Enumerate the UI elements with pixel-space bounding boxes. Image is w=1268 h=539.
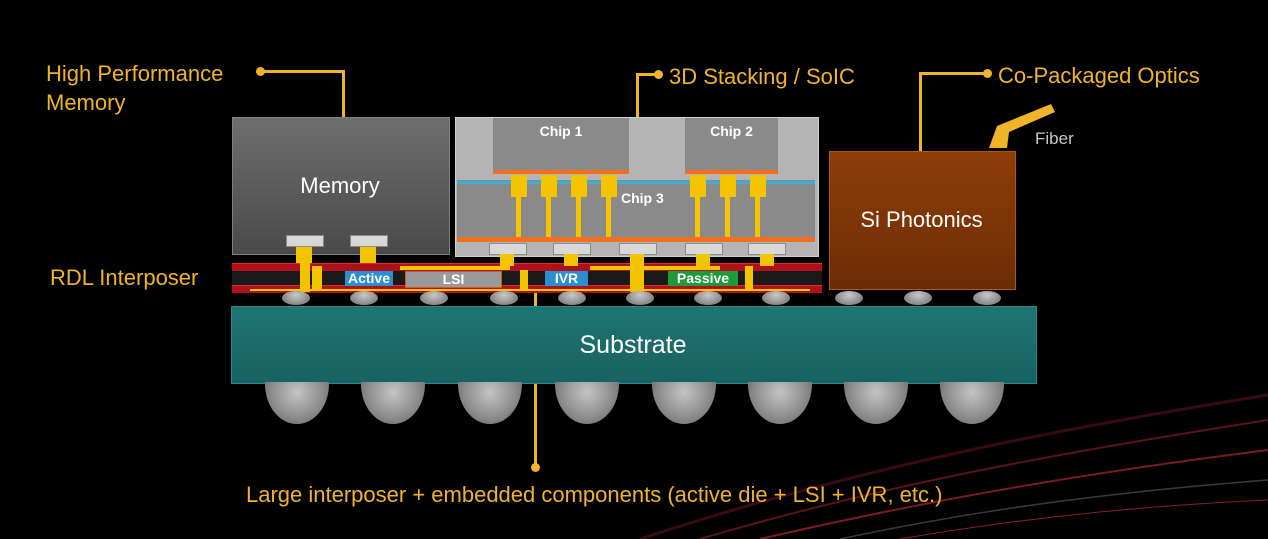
c4-bump — [626, 291, 654, 305]
tsv-pad — [750, 175, 766, 197]
cpo-callout-leader-h — [919, 72, 987, 75]
rdl-via — [300, 262, 310, 292]
fiber-label: Fiber — [1035, 129, 1074, 148]
embedded-active-die: Active — [345, 271, 393, 286]
cpo-callout-dot — [983, 69, 992, 78]
hbm-callout-line2: Memory — [46, 90, 126, 115]
c4-bump — [694, 291, 722, 305]
chip3-label: Chip 3 — [621, 190, 664, 206]
c4-bump — [490, 291, 518, 305]
memory-label: Memory — [300, 173, 380, 198]
c4-bump — [350, 291, 378, 305]
memory-microbump-block — [350, 235, 388, 247]
stacking-callout-leader-h — [636, 73, 658, 76]
c4-bump — [282, 291, 310, 305]
rdl-trace — [250, 289, 810, 291]
hbm-callout-leader-v — [342, 70, 345, 117]
tsv-pad — [541, 175, 557, 197]
tsv-pad — [511, 175, 527, 197]
rdl-callout: RDL Interposer — [50, 265, 199, 290]
tsv — [606, 195, 611, 240]
tsv-pad — [571, 175, 587, 197]
fiber-icon — [989, 104, 1055, 148]
substrate-label: Substrate — [579, 331, 687, 359]
chip2-label: Chip 2 — [710, 123, 753, 139]
rdl-via — [564, 254, 578, 266]
chip1-bondpad — [493, 170, 629, 174]
rdl-via — [520, 270, 528, 290]
tsv-pad — [690, 175, 706, 197]
c4-bump — [762, 291, 790, 305]
si-photonics-label: Si Photonics — [860, 207, 983, 232]
tsv — [576, 195, 581, 240]
chip2-bondpad — [685, 170, 778, 174]
rdl-via — [500, 254, 514, 266]
tsv — [546, 195, 551, 240]
stacking-callout-dot — [654, 70, 663, 79]
memory-connector — [360, 247, 376, 263]
rdl-via — [630, 254, 644, 292]
tsv-pad — [720, 175, 736, 197]
chip1-label: Chip 1 — [539, 123, 583, 139]
cpo-callout: Co-Packaged Optics — [998, 63, 1200, 88]
tsv — [755, 195, 760, 240]
chip1-die — [493, 118, 629, 173]
rdl-via — [312, 266, 322, 290]
tsv — [725, 195, 730, 240]
chip2-die — [685, 118, 778, 173]
c4-bump — [558, 291, 586, 305]
rdl-via — [745, 266, 753, 290]
tsv — [695, 195, 700, 240]
hbm-callout-leader-h — [260, 70, 345, 73]
bottom-callout-dot — [531, 463, 540, 472]
cpo-callout-leader-v — [919, 72, 922, 151]
c4-bump — [420, 291, 448, 305]
rdl-trace — [590, 266, 720, 270]
si-photonics-die — [829, 151, 1016, 290]
photonics-bump — [973, 291, 1001, 305]
hbm-callout: High Performance Memory — [46, 59, 223, 117]
embedded-ivr: IVR — [545, 271, 588, 286]
rdl-via — [696, 254, 710, 266]
embedded-lsi: LSI — [405, 271, 502, 288]
photonics-bump — [904, 291, 932, 305]
rdl-trace — [400, 266, 510, 270]
photonics-bump — [835, 291, 863, 305]
memory-microbump-block — [286, 235, 324, 247]
stacking-callout-leader-v — [636, 73, 639, 117]
memory-connector — [296, 247, 312, 263]
embedded-passive: Passive — [668, 271, 738, 286]
bottom-callout: Large interposer + embedded components (… — [246, 482, 943, 507]
chip3-bottom-pad — [457, 237, 815, 242]
bond-layer — [457, 181, 815, 184]
tsv — [516, 195, 521, 240]
substrate — [231, 306, 1037, 384]
rdl-layer-top — [232, 263, 822, 271]
memory-die — [232, 117, 450, 255]
tsv-pad — [601, 175, 617, 197]
hbm-callout-line1: High Performance — [46, 61, 224, 86]
rdl-via — [760, 254, 774, 266]
stacking-callout: 3D Stacking / SoIC — [669, 64, 855, 89]
